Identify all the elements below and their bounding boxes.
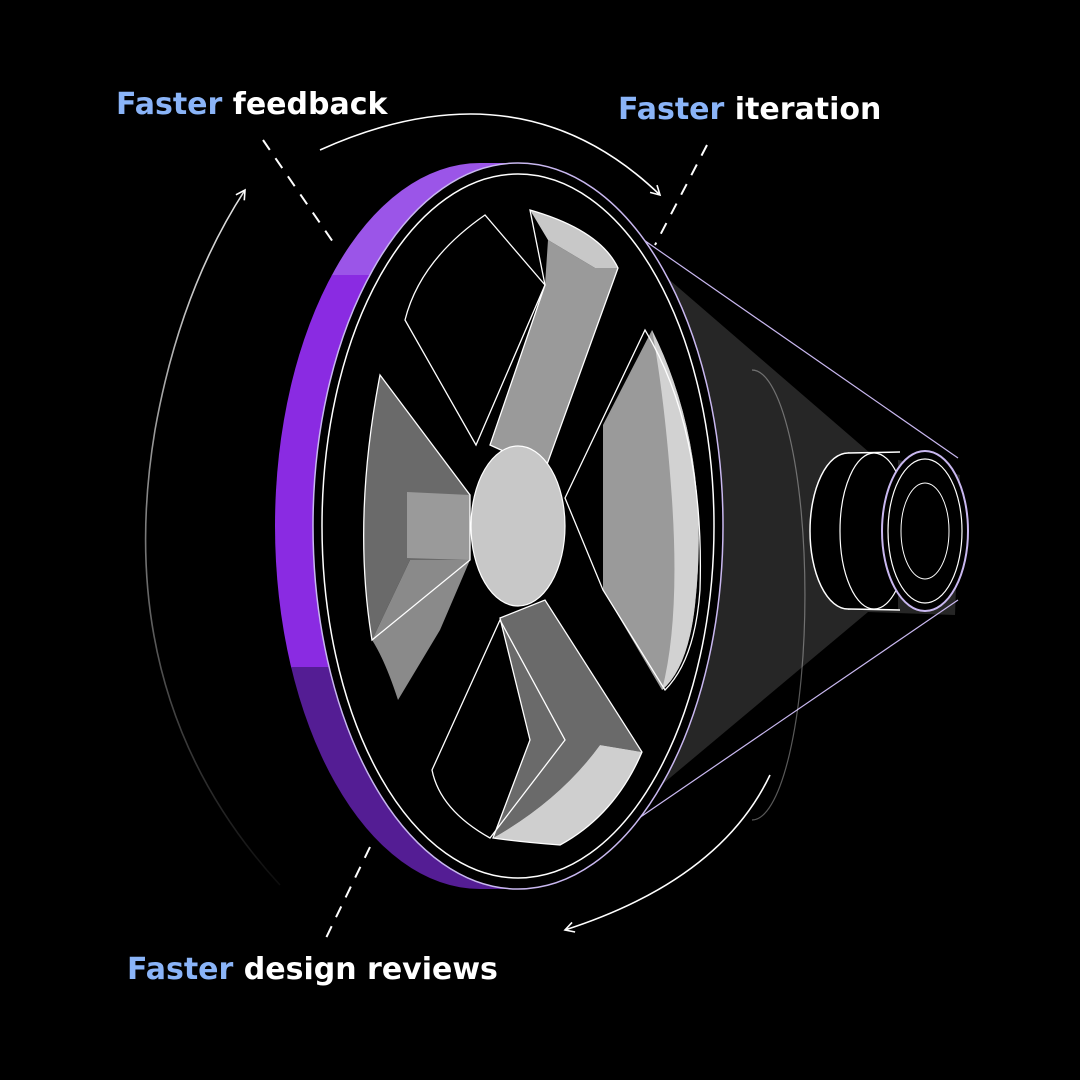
- rotation-arrows: [144, 113, 771, 933]
- arrow-top: [319, 113, 662, 197]
- small-pulley: [809, 450, 969, 612]
- label-accent-word: Faster: [618, 92, 725, 127]
- arrow-left: [144, 188, 281, 886]
- label-faster-iteration: Faster iteration: [618, 95, 881, 125]
- leader-feedback: [262, 139, 334, 243]
- wheel-face: [312, 162, 724, 890]
- label-faster-feedback: Faster feedback: [116, 90, 387, 120]
- leader-reviews: [324, 846, 371, 941]
- leader-iteration: [654, 144, 708, 246]
- label-text: design reviews: [243, 952, 498, 987]
- label-text: iteration: [734, 92, 882, 127]
- leader-lines: [262, 139, 708, 941]
- label-text: feedback: [232, 87, 388, 122]
- label-accent-word: Faster: [127, 952, 234, 987]
- label-faster-design-reviews: Faster design reviews: [127, 955, 498, 985]
- arrow-bottom: [563, 774, 771, 933]
- label-accent-word: Faster: [116, 87, 223, 122]
